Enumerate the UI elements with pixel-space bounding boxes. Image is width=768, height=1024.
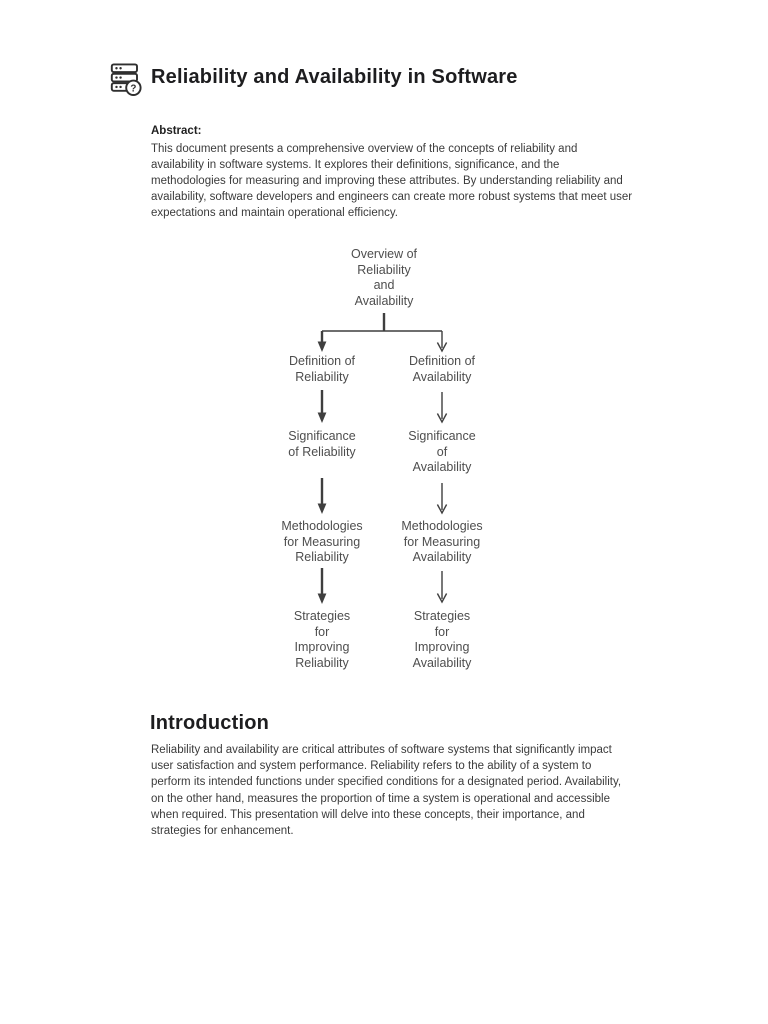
arrowhead-right-1	[436, 413, 448, 424]
flow-node-overview: Overview of Reliability and Availability	[351, 247, 417, 308]
arrowhead-right-3	[436, 593, 448, 604]
flow-node-definition-availability: Definition of Availability	[408, 354, 475, 384]
flow-node-significance-reliability: Significance of Reliability	[288, 429, 356, 459]
arrowhead-split-left	[317, 341, 327, 352]
introduction-paragraph: Reliability and availability are critica…	[151, 744, 622, 838]
abstract-label: Abstract:	[151, 125, 202, 137]
database-question-icon: ?	[110, 63, 142, 96]
page-title: Reliability and Availability in Software	[151, 66, 518, 88]
flow-node-definition-reliability: Definition of Reliability	[288, 354, 355, 384]
arrowhead-left-3	[317, 593, 327, 604]
arrowhead-left-1	[317, 412, 327, 423]
svg-text:?: ?	[130, 83, 136, 94]
arrowhead-right-2	[436, 504, 448, 515]
flow-node-significance-availability: Significance of Availability	[408, 429, 476, 474]
arrowhead-left-2	[317, 503, 327, 514]
introduction-heading: Introduction	[150, 712, 270, 734]
flow-node-strategies-availability: Strategies for Improving Availability	[412, 609, 472, 670]
flow-node-methodologies-reliability: Methodologies for Measuring Reliability	[281, 519, 363, 564]
arrowhead-split-right	[436, 342, 448, 353]
flow-node-strategies-reliability: Strategies for Improving Reliability	[293, 609, 351, 670]
abstract-paragraph: This document presents a comprehensive o…	[151, 143, 633, 219]
flow-node-methodologies-availability: Methodologies for Measuring Availability	[401, 519, 483, 564]
